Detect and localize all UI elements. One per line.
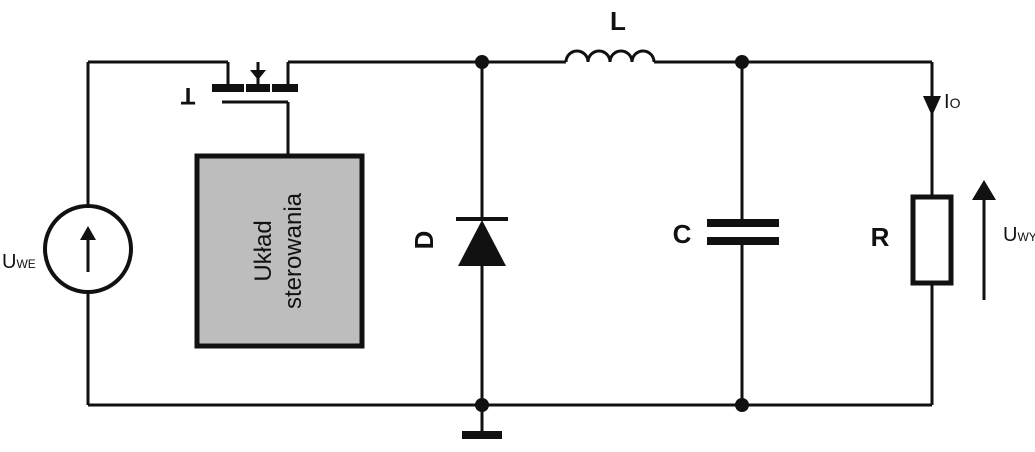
current-arrow-icon — [923, 96, 941, 116]
capacitor-plate-top — [707, 219, 779, 227]
ground-symbol — [462, 431, 502, 439]
resistor-symbol — [910, 194, 954, 286]
junction-dot — [475, 398, 489, 412]
inductor-label: L — [610, 6, 626, 36]
transistor-symbol — [212, 62, 298, 92]
source-arrow-head — [80, 226, 96, 240]
diode-label: D — [409, 231, 439, 250]
wires — [86, 60, 934, 432]
control-block-line2: sterowania — [280, 192, 307, 309]
output-voltage-arrow-head — [972, 180, 996, 200]
resistor-label: R — [871, 222, 890, 252]
control-block-text: Układ sterowania — [250, 192, 307, 309]
transistor-label: T — [180, 82, 195, 109]
capacitor-label: C — [673, 219, 692, 249]
diode-symbol — [456, 217, 508, 266]
junction-dot — [735, 398, 749, 412]
source-label: UWE — [2, 251, 36, 273]
junctions — [475, 55, 749, 412]
control-block — [194, 153, 365, 349]
inductor-symbol — [564, 49, 656, 63]
junction-dot — [475, 55, 489, 69]
control-block-line1: Układ — [250, 220, 277, 281]
output-voltage-label: UWY — [1003, 224, 1035, 246]
current-label: IO — [944, 91, 961, 113]
capacitor-plate-bottom — [707, 237, 779, 245]
junction-dot — [735, 55, 749, 69]
